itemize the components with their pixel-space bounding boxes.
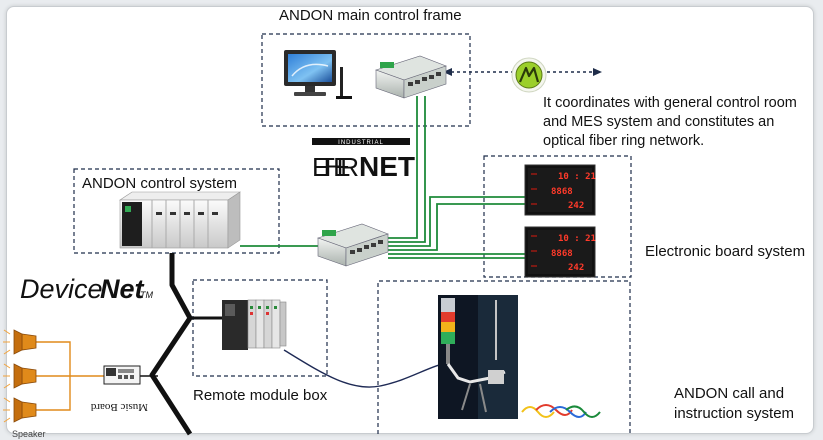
electronic-board-1: 10 : 21 8868 242 (524, 164, 596, 216)
andon-call-scene (438, 295, 518, 419)
fiber-icon (511, 57, 547, 93)
monitor-icon (284, 50, 352, 99)
fiber-note-line-1: It coordinates with general control room (543, 95, 797, 111)
ethernet-logo-net: NET (359, 151, 415, 182)
remote-module-label: Remote module box (193, 387, 328, 404)
ethernet-logo-small: INDUSTRIAL (338, 140, 384, 146)
music-board-icon (103, 365, 141, 385)
plc-controller-icon (119, 191, 241, 249)
call-system-cable (283, 349, 453, 388)
electronic-board-box (483, 155, 632, 278)
devicenet-logo-device: Device (20, 274, 103, 304)
remote-module-box (192, 279, 328, 377)
ethernet-logo-ether: ETHER (312, 152, 359, 182)
music-board-label: Music Board (90, 401, 148, 413)
ethernet-switch-top-icon (375, 55, 447, 99)
call-system-label-1: ANDON call and (674, 385, 784, 402)
remote-io-module-icon (222, 299, 287, 350)
electronic-board-2: 10 : 21 8868 242 (524, 226, 596, 278)
fiber-link (443, 68, 602, 76)
board-2-value: 242 (568, 263, 584, 273)
industrial-ethernet-logo: INDUSTRIAL ETHER NET (312, 138, 415, 182)
board-2-count: 8868 (551, 249, 573, 259)
ethernet-switch-middle-icon (317, 223, 389, 267)
devicenet-logo-net: Net (100, 274, 145, 304)
board-1-time: 10 : 21 (558, 172, 596, 182)
speaker-wiring (36, 341, 104, 411)
ethernet-links (240, 96, 525, 259)
devicenet-logo-tm: TM (140, 290, 153, 300)
speaker-label: Speaker (12, 429, 46, 439)
control-system-box (73, 168, 280, 254)
speaker-icon (3, 329, 37, 423)
fiber-note-line-2: and MES system and constitutes an (543, 114, 774, 130)
devicenet-logo: Device Net TM (20, 274, 153, 304)
call-system-label-2: instruction system (674, 405, 794, 422)
electronic-board-label: Electronic board system (645, 243, 805, 260)
board-1-count: 8868 (551, 187, 573, 197)
devicenet-bus (149, 253, 193, 436)
main-frame-box (261, 33, 471, 127)
board-1-value: 242 (568, 201, 584, 211)
board-2-time: 10 : 21 (558, 234, 596, 244)
main-frame-label: ANDON main control frame (279, 7, 462, 24)
colored-wires (521, 404, 601, 418)
control-system-label: ANDON control system (82, 175, 237, 192)
fiber-note-line-3: optical fiber ring network. (543, 133, 704, 149)
